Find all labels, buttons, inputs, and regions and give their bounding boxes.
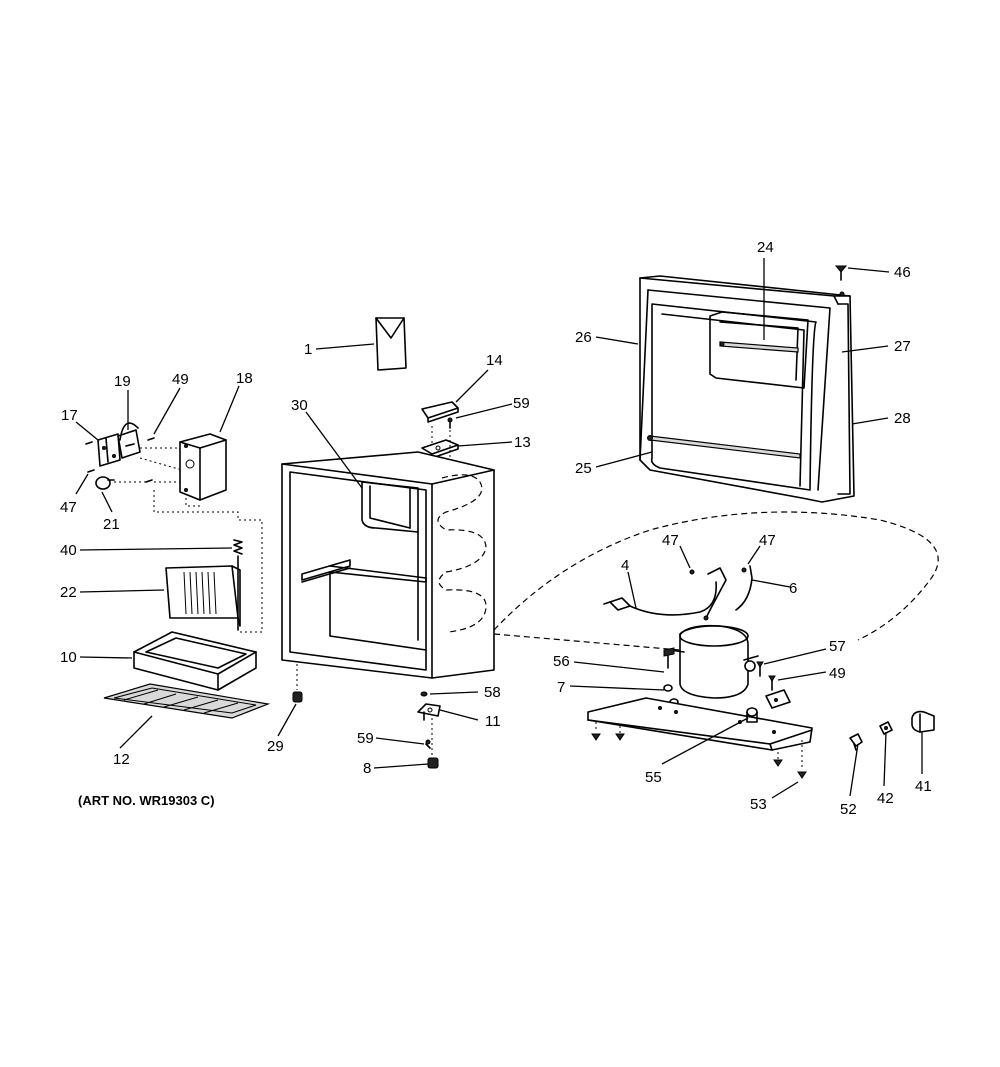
callout-29[interactable]: 29 xyxy=(267,738,284,755)
part-base-screws[interactable] xyxy=(591,722,807,779)
callout-26[interactable]: 26 xyxy=(575,329,592,346)
part-power-cord[interactable] xyxy=(603,581,717,616)
callout-47-right[interactable]: 47 xyxy=(759,532,776,549)
callout-57[interactable]: 57 xyxy=(829,638,846,655)
part-evaporator-plate[interactable] xyxy=(165,565,241,627)
callout-58[interactable]: 58 xyxy=(484,684,501,701)
callout-46[interactable]: 46 xyxy=(894,264,911,281)
part-cabinet[interactable] xyxy=(281,451,495,679)
part-drip-tray[interactable] xyxy=(133,631,257,691)
part-base-plate[interactable] xyxy=(587,697,813,751)
callout-41[interactable]: 41 xyxy=(915,778,932,795)
part-leveling-foot-8[interactable] xyxy=(427,757,439,769)
callout-56[interactable]: 56 xyxy=(553,653,570,670)
callout-19[interactable]: 19 xyxy=(114,373,131,390)
callout-27[interactable]: 27 xyxy=(894,338,911,355)
callout-30[interactable]: 30 xyxy=(291,397,308,414)
part-control-knob[interactable] xyxy=(95,476,115,490)
callout-52[interactable]: 52 xyxy=(840,801,857,818)
part-hinge-11[interactable] xyxy=(417,703,441,721)
part-relay-start[interactable] xyxy=(879,721,893,735)
part-compressor[interactable] xyxy=(669,624,759,699)
part-door-frame[interactable] xyxy=(639,275,855,503)
part-grille[interactable] xyxy=(103,683,271,719)
part-door-screw[interactable] xyxy=(834,265,848,297)
callout-53[interactable]: 53 xyxy=(750,796,767,813)
callout-47-left[interactable]: 47 xyxy=(60,499,77,516)
callout-12[interactable]: 12 xyxy=(113,751,130,768)
callout-10[interactable]: 10 xyxy=(60,649,77,666)
part-literature-envelope[interactable] xyxy=(375,317,407,371)
callout-59-top[interactable]: 59 xyxy=(513,395,530,412)
leader-lines xyxy=(75,258,923,799)
callout-11[interactable]: 11 xyxy=(485,713,501,730)
part-screw-59-bottom[interactable] xyxy=(425,739,431,749)
callout-7[interactable]: 7 xyxy=(557,679,565,696)
callout-18[interactable]: 18 xyxy=(236,370,253,387)
callout-22[interactable]: 22 xyxy=(60,584,77,601)
callout-49-right[interactable]: 49 xyxy=(829,665,846,682)
part-overload-protector[interactable] xyxy=(849,733,863,751)
callout-42[interactable]: 42 xyxy=(877,790,894,807)
part-relay-cover[interactable] xyxy=(911,710,935,733)
callout-1[interactable]: 1 xyxy=(304,341,312,358)
callout-labels: 1 14 59 13 30 18 19 49 17 47 21 40 22 10… xyxy=(60,239,932,818)
art-number: (ART NO. WR19303 C) xyxy=(78,793,215,808)
callout-13[interactable]: 13 xyxy=(514,434,531,451)
part-wire-harness[interactable] xyxy=(689,565,753,621)
part-control-housing[interactable] xyxy=(179,433,227,501)
part-relay-screw[interactable] xyxy=(756,661,776,691)
part-plug-58[interactable] xyxy=(420,691,428,697)
part-door-bar[interactable] xyxy=(647,435,801,459)
part-screws-47-49[interactable] xyxy=(85,437,155,483)
callout-24[interactable]: 24 xyxy=(757,239,774,256)
callout-25[interactable]: 25 xyxy=(575,460,592,477)
callout-21[interactable]: 21 xyxy=(103,516,120,533)
callout-14[interactable]: 14 xyxy=(486,352,503,369)
part-grommet[interactable] xyxy=(663,684,679,706)
callout-28[interactable]: 28 xyxy=(894,410,911,427)
callout-55[interactable]: 55 xyxy=(645,769,662,786)
part-thermostat[interactable] xyxy=(97,433,121,467)
part-mount-grommet[interactable] xyxy=(746,707,758,723)
part-door-shelf[interactable] xyxy=(709,311,809,389)
part-thermostat-mount[interactable] xyxy=(117,422,141,459)
callout-6[interactable]: 6 xyxy=(789,580,797,597)
callout-4[interactable]: 4 xyxy=(621,557,629,574)
callout-40[interactable]: 40 xyxy=(60,542,77,559)
part-leveling-foot-29[interactable] xyxy=(292,664,303,703)
callout-8[interactable]: 8 xyxy=(363,760,371,777)
part-compressor-bolt[interactable] xyxy=(663,647,675,669)
part-screw-59-top[interactable] xyxy=(447,417,453,429)
callout-17[interactable]: 17 xyxy=(61,407,78,424)
callout-49-left[interactable]: 49 xyxy=(172,371,189,388)
callout-59-bottom[interactable]: 59 xyxy=(357,730,374,747)
callout-47-mid[interactable]: 47 xyxy=(662,532,679,549)
part-relay-clip[interactable] xyxy=(765,689,791,709)
part-thermostat-knob[interactable] xyxy=(421,401,459,423)
